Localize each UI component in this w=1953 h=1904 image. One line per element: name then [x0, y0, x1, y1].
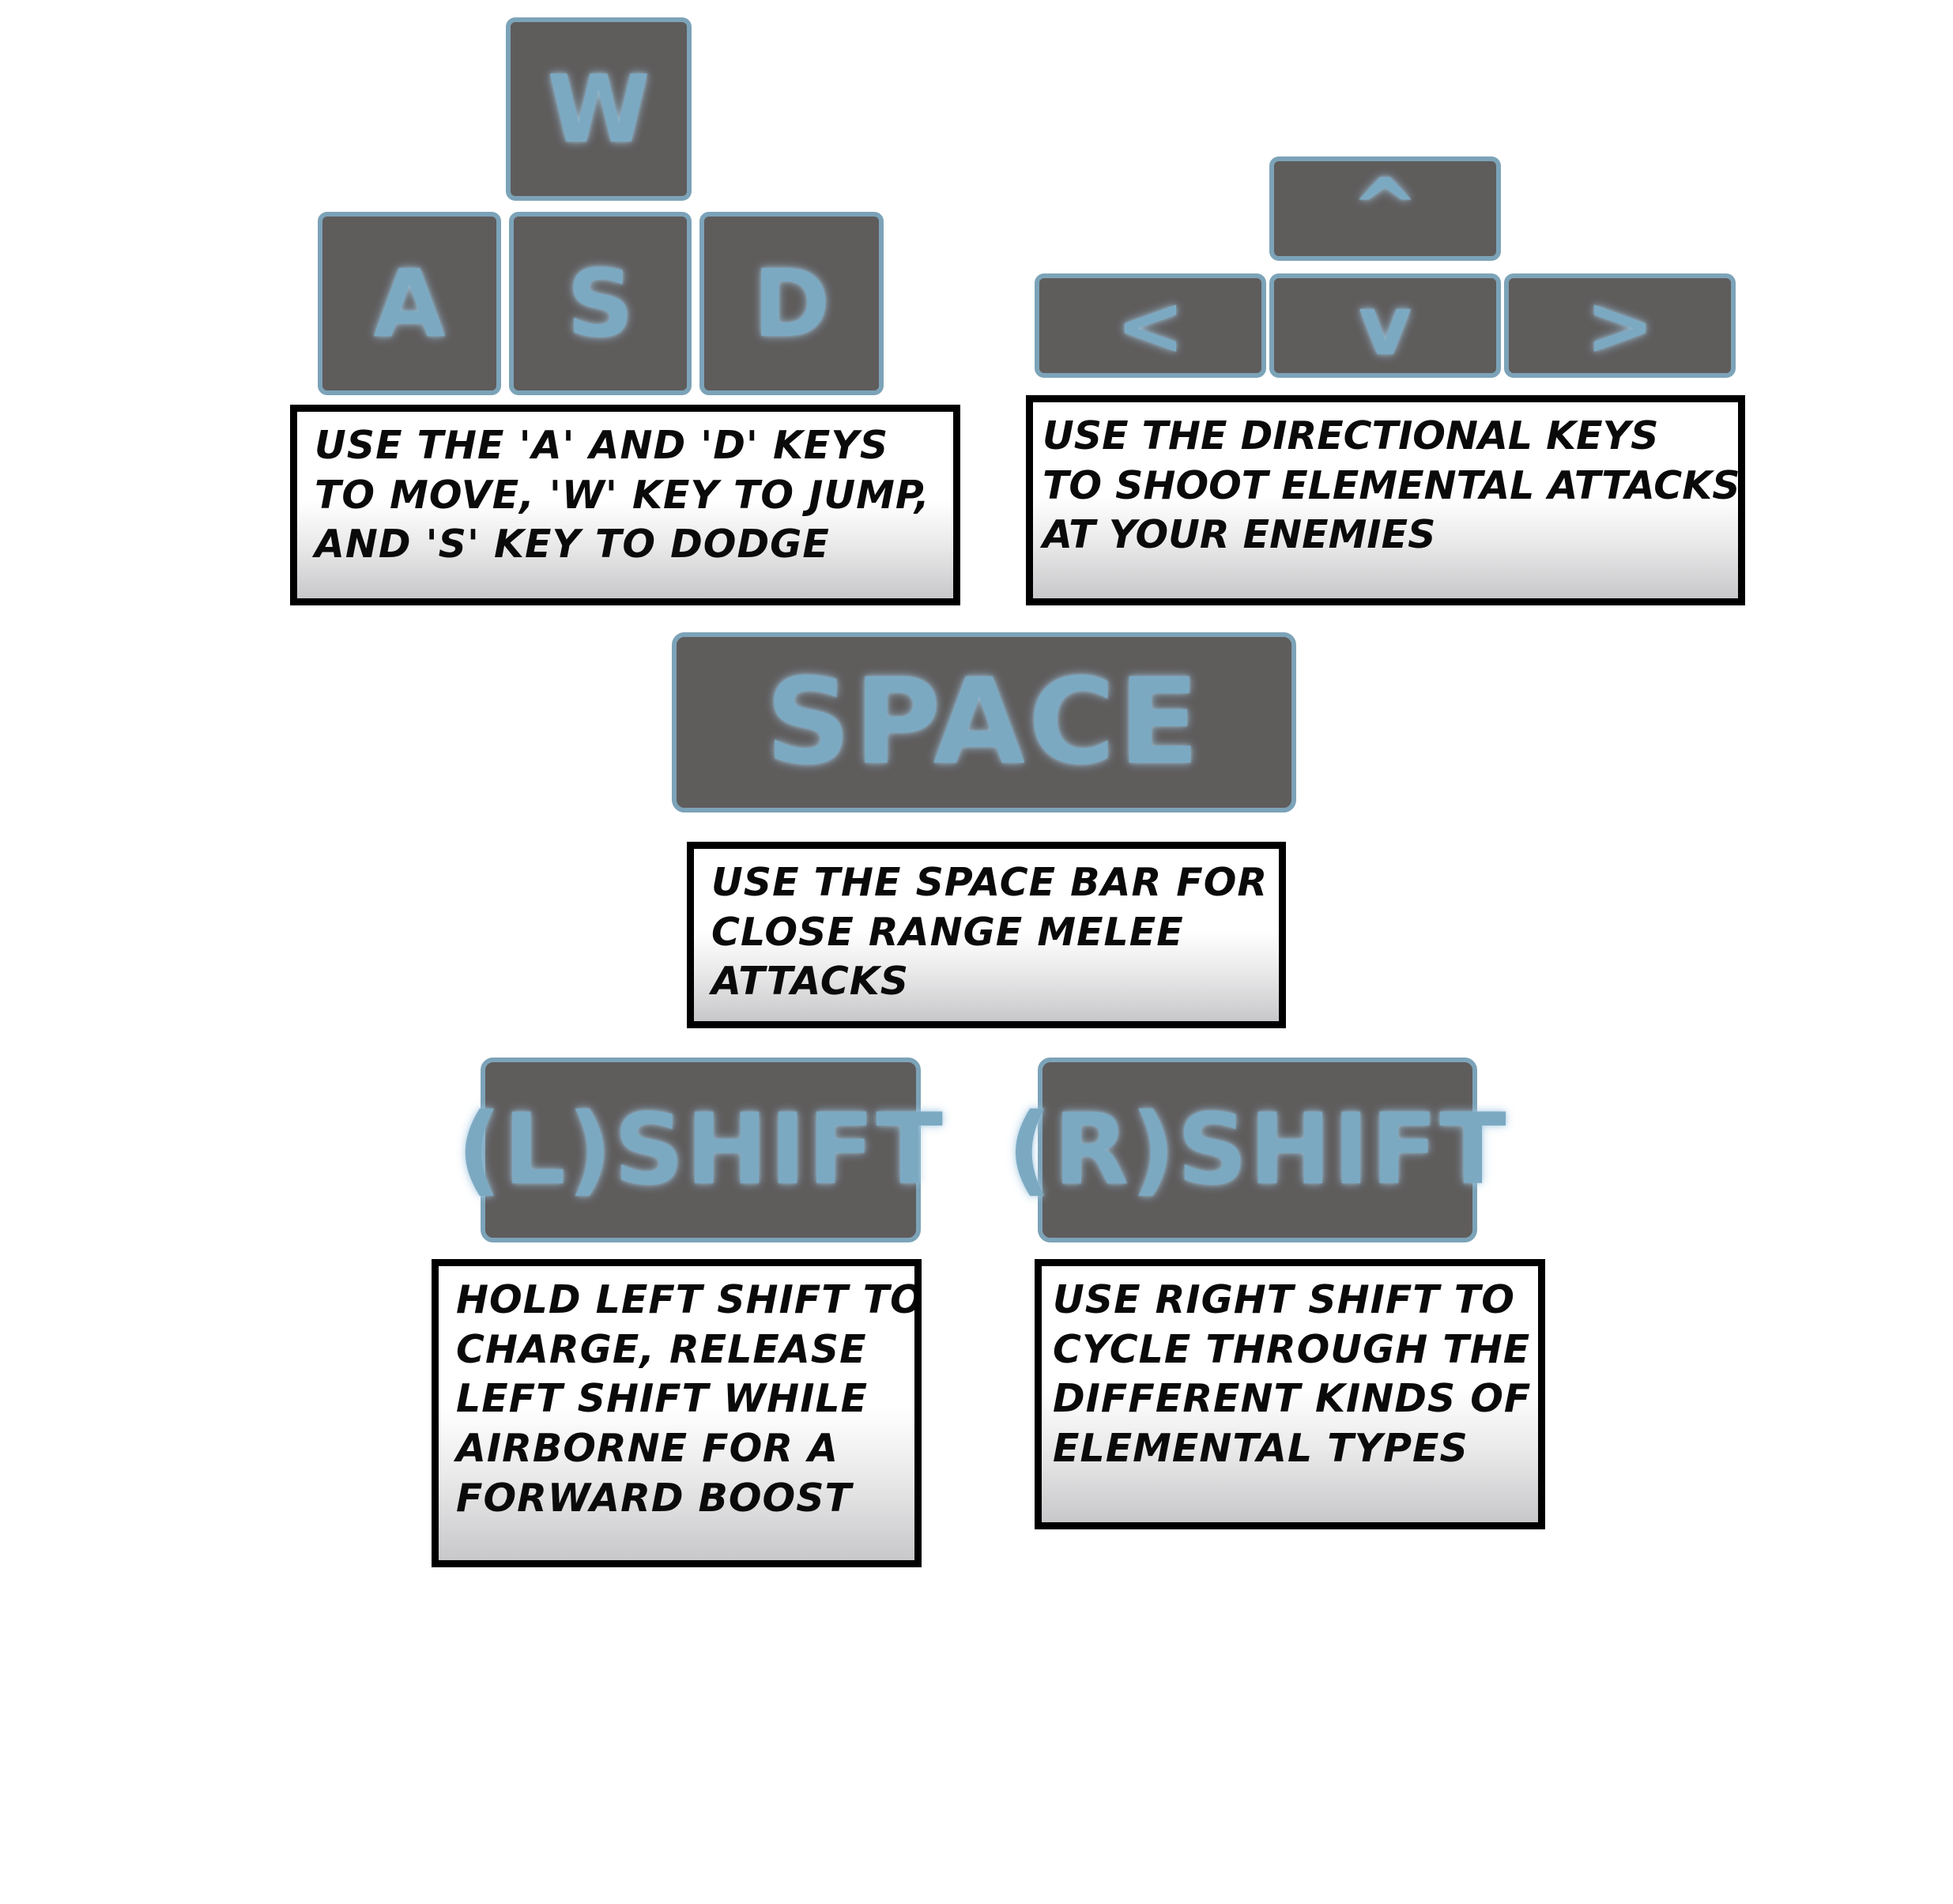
key-right-shift[interactable]: (R)SHIFT — [1007, 1058, 1506, 1242]
caption-rshift-line-2: CYCLE THROUGH THE — [1053, 1326, 1531, 1372]
caption-space: USE THE SPACE BAR FOR CLOSE RANGE MELEE … — [687, 842, 1286, 1028]
key-a-label: A — [373, 249, 446, 358]
key-space-label: SPACE — [765, 654, 1203, 791]
key-w-label: W — [547, 55, 650, 164]
caption-wasd: USE THE 'A' AND 'D' KEYS TO MOVE, 'W' KE… — [290, 405, 960, 605]
caption-space-line-3: ATTACKS — [711, 959, 910, 1005]
arrow-down-icon: v — [1358, 277, 1412, 374]
caption-arrows: USE THE DIRECTIONAL KEYS TO SHOOT ELEMEN… — [1026, 395, 1745, 605]
caption-rshift-line-4: ELEMENTAL TYPES — [1053, 1426, 1469, 1472]
key-left-shift[interactable]: (L)SHIFT — [457, 1058, 943, 1242]
caption-space-line-2: CLOSE RANGE MELEE — [711, 909, 1184, 955]
key-s-label: S — [567, 249, 634, 358]
key-w[interactable]: W — [506, 17, 692, 201]
arrow-right-icon: > — [1585, 277, 1655, 374]
key-arrow-left[interactable]: < — [1035, 273, 1266, 378]
caption-arrows-line-2: TO SHOOT ELEMENTAL ATTACKS — [1042, 462, 1740, 508]
caption-lshift-line-5: FORWARD BOOST — [456, 1475, 852, 1521]
caption-wasd-line-1: USE THE 'A' AND 'D' KEYS — [315, 423, 889, 468]
caption-arrows-line-1: USE THE DIRECTIONAL KEYS — [1042, 413, 1659, 458]
caption-rshift-line-3: DIFFERENT KINDS OF — [1053, 1376, 1532, 1422]
key-d-label: D — [752, 249, 831, 358]
caption-lshift-line-3: LEFT SHIFT WHILE — [456, 1376, 869, 1422]
caption-right-shift: USE RIGHT SHIFT TO CYCLE THROUGH THE DIF… — [1035, 1259, 1545, 1529]
arrow-left-icon: < — [1115, 277, 1186, 374]
caption-rshift-line-1: USE RIGHT SHIFT TO — [1053, 1277, 1515, 1322]
caption-lshift-line-1: HOLD LEFT SHIFT TO — [456, 1277, 922, 1322]
key-left-shift-label: (L)SHIFT — [457, 1093, 944, 1207]
caption-left-shift: HOLD LEFT SHIFT TO CHARGE, RELEASE LEFT … — [432, 1259, 922, 1567]
key-right-shift-label: (R)SHIFT — [1007, 1093, 1508, 1207]
caption-wasd-line-3: AND 'S' KEY TO DODGE — [315, 522, 830, 567]
key-d[interactable]: D — [699, 212, 884, 395]
caption-lshift-line-2: CHARGE, RELEASE — [456, 1326, 867, 1372]
key-arrow-down[interactable]: v — [1269, 273, 1501, 378]
caption-space-line-1: USE THE SPACE BAR FOR — [711, 860, 1269, 905]
caption-lshift-line-4: AIRBORNE FOR A — [456, 1426, 839, 1472]
key-s[interactable]: S — [509, 212, 692, 395]
key-a[interactable]: A — [318, 212, 501, 395]
caption-arrows-line-3: AT YOUR ENEMIES — [1042, 512, 1436, 558]
key-space[interactable]: SPACE — [672, 632, 1296, 812]
caption-wasd-line-2: TO MOVE, 'W' KEY TO JUMP, — [315, 472, 930, 518]
arrow-up-icon: ^ — [1350, 160, 1420, 257]
key-arrow-up[interactable]: ^ — [1269, 156, 1501, 261]
key-arrow-right[interactable]: > — [1504, 273, 1736, 378]
